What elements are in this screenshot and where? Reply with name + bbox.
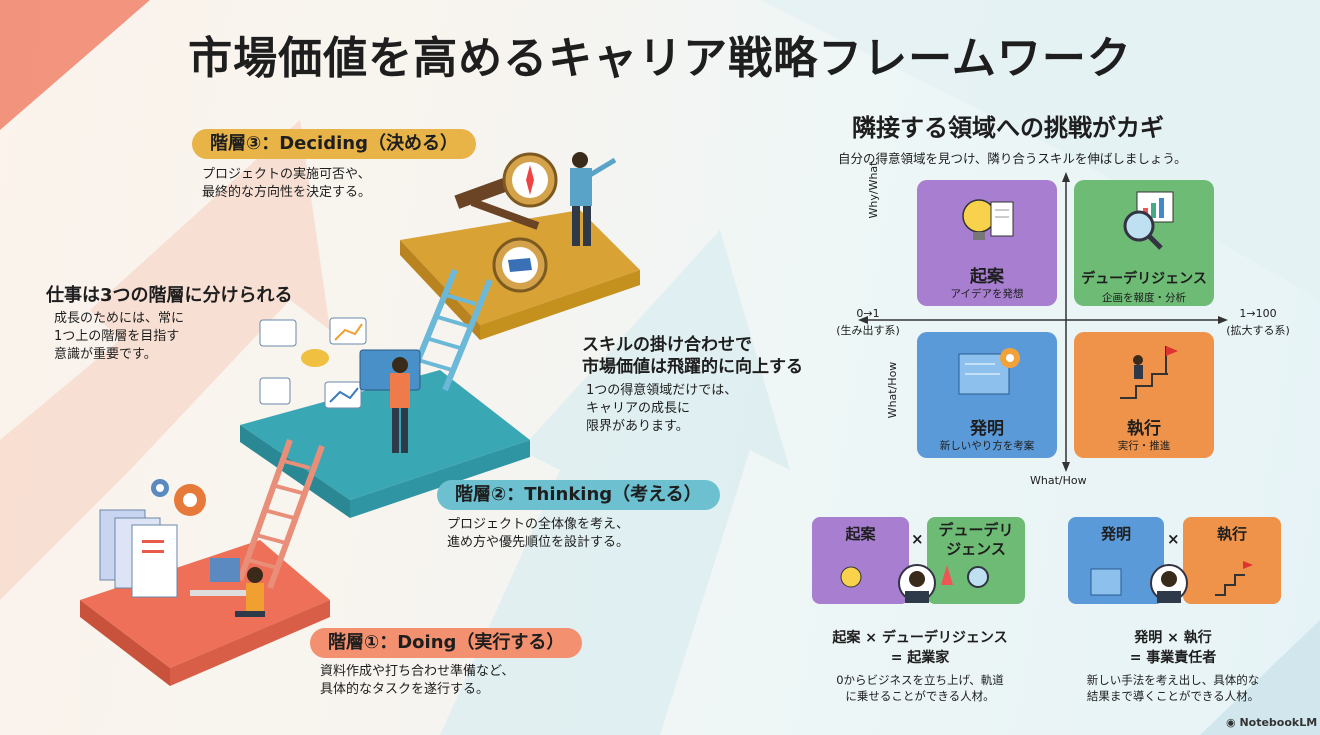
quadrant-kian: 起案 アイデアを発想 bbox=[917, 180, 1057, 306]
quadrant-kian-title: 起案 bbox=[970, 267, 1004, 287]
combo2-times: × bbox=[1167, 530, 1180, 548]
middle-line2: キャリアの成長に bbox=[586, 401, 691, 416]
combo2-result-line1: 発明 × 執行 bbox=[1134, 630, 1212, 646]
combo2-desc-line2: 結果まで導くことができる人材。 bbox=[1086, 689, 1260, 703]
middle-line3: 限界があります。 bbox=[586, 419, 689, 434]
quadrant-shikko: 執行 実行・推進 bbox=[1074, 332, 1214, 458]
combo1-times: × bbox=[911, 530, 924, 548]
quadrant-hatsumei: 発明 新しいやり方を考案 bbox=[917, 332, 1057, 458]
combo1-result-line2: = 起業家 bbox=[890, 650, 950, 666]
combo2-desc-line1: 新しい手法を考え出し、具体的な bbox=[1086, 673, 1260, 687]
quadrant-due-diligence: デューデリジェンス 企画を報度・分析 bbox=[1074, 180, 1214, 306]
middle-heading-line1: スキルの掛け合わせで bbox=[582, 335, 752, 355]
quadrant-due-diligence-sub: 企画を報度・分析 bbox=[1102, 292, 1186, 304]
brand-logo: ◉ NotebookLM bbox=[1226, 716, 1317, 729]
combo1-desc-line2: に乗せることができる人材。 bbox=[845, 689, 995, 703]
middle-line1: 1つの得意領域だけでは、 bbox=[586, 383, 738, 398]
intro-heading: 仕事は3つの階層に分けられる bbox=[46, 285, 293, 306]
axis-left-sublabel: (生み出す系) bbox=[836, 324, 900, 337]
combo2-a-title: 発明 bbox=[1100, 525, 1131, 543]
layer3-desc-line1: プロジェクトの実施可否や、 bbox=[202, 167, 371, 182]
combo1-result-line1: 起案 × デューデリジェンス bbox=[832, 630, 1008, 646]
entrepreneur-icon bbox=[840, 564, 989, 603]
right-heading: 隣接する領域への挑戦がカギ bbox=[852, 114, 1164, 142]
middle-heading-line2: 市場価値は飛躍的に向上する bbox=[582, 357, 803, 377]
axis-right-sublabel: (拡大する系) bbox=[1226, 324, 1290, 337]
layer2-desc-line1: プロジェクトの全体像を考え、 bbox=[447, 517, 630, 532]
page-title: 市場価値を高めるキャリア戦略フレームワーク bbox=[188, 33, 1132, 84]
brand-name: NotebookLM bbox=[1239, 716, 1318, 729]
axis-right-label: 1→100 bbox=[1239, 307, 1277, 320]
blueprint-gear-icon bbox=[958, 348, 1020, 395]
quadrant-kian-sub: アイデアを発想 bbox=[950, 288, 1024, 300]
lightbulb-icon bbox=[962, 199, 1014, 240]
axis-what-how-left: What/How bbox=[886, 361, 899, 419]
running-flag-icon bbox=[1120, 346, 1178, 399]
combo2-result-line2: = 事業責任者 bbox=[1129, 650, 1217, 666]
layer2-desc-line2: 進め方や優先順位を設計する。 bbox=[447, 535, 630, 550]
combo1-a-title: 起案 bbox=[845, 525, 876, 543]
quadrant-due-diligence-title: デューデリジェンス bbox=[1081, 271, 1207, 287]
notebooklm-icon: ◉ bbox=[1226, 716, 1236, 729]
layer3-label: 階層③：Deciding（決める） bbox=[192, 129, 476, 159]
layer1-desc-line1: 資料作成や打ち合わせ準備など、 bbox=[320, 664, 515, 679]
business-leader-icon bbox=[1090, 561, 1253, 603]
quadrant-shikko-sub: 実行・推進 bbox=[1117, 440, 1171, 452]
combo2-b-title: 執行 bbox=[1216, 525, 1247, 543]
intro-line1: 成長のためには、常に bbox=[54, 311, 185, 326]
intro-line2: 1つ上の階層を目指す bbox=[54, 329, 180, 344]
magnifier-chart-icon bbox=[1123, 191, 1174, 250]
quadrant-shikko-title: 執行 bbox=[1127, 419, 1161, 439]
layer2-label: 階層②：Thinking（考える） bbox=[437, 480, 720, 510]
combo1-b-title-line1: デューデリ bbox=[938, 521, 1014, 539]
combo1-a-card bbox=[812, 517, 909, 604]
layer3-desc-line2: 最終的な方向性を決定する。 bbox=[202, 185, 372, 200]
layer1-desc-line2: 具体的なタスクを遂行する。 bbox=[320, 682, 490, 697]
combo1-b-card bbox=[927, 517, 1025, 604]
quadrant-axes bbox=[858, 172, 1228, 472]
combo2-b-card bbox=[1183, 517, 1281, 604]
career-layers-illustration bbox=[80, 152, 640, 686]
axis-why-what: Why/What bbox=[867, 161, 880, 219]
quadrant-hatsumei-title: 発明 bbox=[970, 419, 1004, 439]
axis-what-how-bottom: What/How bbox=[1030, 474, 1087, 487]
axis-left-label: 0→1 bbox=[856, 307, 880, 320]
right-subheading: 自分の得意領域を見つけ、隣り合うスキルを伸ばしましょう。 bbox=[838, 151, 1187, 166]
combo1-b-title-line2: ジェンス bbox=[946, 540, 1006, 558]
intro-line3: 意識が重要です。 bbox=[54, 347, 157, 362]
layer1-label: 階層①：Doing（実行する） bbox=[310, 628, 583, 658]
combo1-desc-line1: 0からビジネスを立ち上げ、軌道 bbox=[836, 673, 1004, 687]
quadrant-hatsumei-sub: 新しいやり方を考案 bbox=[939, 440, 1035, 452]
